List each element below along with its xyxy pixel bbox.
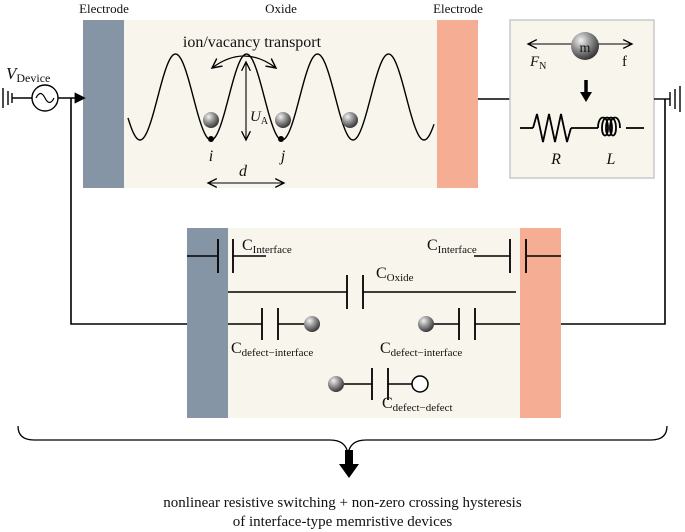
cap-di-left-label: Cdefect−interface	[231, 340, 313, 359]
wire-left-loop	[70, 98, 187, 325]
ion-ball-1	[203, 112, 219, 128]
caption-line-2: of interface-type memristive devices	[232, 514, 453, 530]
curly-brace	[17, 425, 668, 455]
sine-icon	[35, 92, 55, 104]
transport-arrow	[212, 55, 276, 68]
site-i-dot	[208, 136, 214, 142]
site-j-label: j	[279, 148, 286, 165]
barrier-label: UA	[250, 109, 269, 127]
oxide-layer	[124, 20, 438, 188]
cap-if-right-label: CInterface	[427, 237, 477, 256]
electrode-right	[437, 20, 478, 188]
force-left-label: FN	[529, 54, 546, 72]
result-arrow-shaft	[345, 450, 353, 466]
cap-if-left-label: CInterface	[242, 237, 292, 256]
vdevice-label: VDevice	[6, 64, 50, 85]
defect-ball-2	[418, 316, 434, 332]
defect-ball-3	[328, 376, 344, 392]
cap-network-oxide	[228, 228, 520, 418]
transport-label: ion/vacancy transport	[183, 34, 322, 51]
mass-label: m	[580, 41, 591, 56]
electrode-left	[83, 20, 124, 188]
resistor-label: R	[550, 151, 561, 168]
result-arrow-icon	[339, 464, 359, 478]
electrode-left-label: Electrode	[79, 1, 129, 16]
ion-ball-3	[342, 112, 358, 128]
electrode-right-label: Electrode	[433, 1, 483, 16]
cap-di-right-label: Cdefect−interface	[380, 340, 462, 359]
force-right-label: f	[622, 54, 627, 70]
cap-dd-label: Cdefect−defect	[382, 395, 453, 414]
caption-line-1: nonlinear resistive switching + non-zero…	[163, 495, 522, 511]
ion-ball-2	[275, 112, 291, 128]
inductor-label: L	[606, 151, 616, 168]
site-i-label: i	[209, 148, 213, 165]
distance-label: d	[239, 163, 248, 180]
down-arrow-icon	[580, 92, 592, 102]
cap-oxide-label: COxide	[376, 265, 414, 284]
defect-ball-1	[304, 316, 320, 332]
oxide-label: Oxide	[265, 1, 297, 16]
cap-network-electrode-left	[187, 228, 228, 418]
vacancy-circle	[411, 375, 429, 393]
resistor-icon	[532, 113, 572, 143]
mass-ball	[571, 32, 599, 60]
inductor-icon	[597, 116, 621, 137]
site-j-dot	[278, 136, 284, 142]
wire-right-loop	[561, 99, 666, 325]
